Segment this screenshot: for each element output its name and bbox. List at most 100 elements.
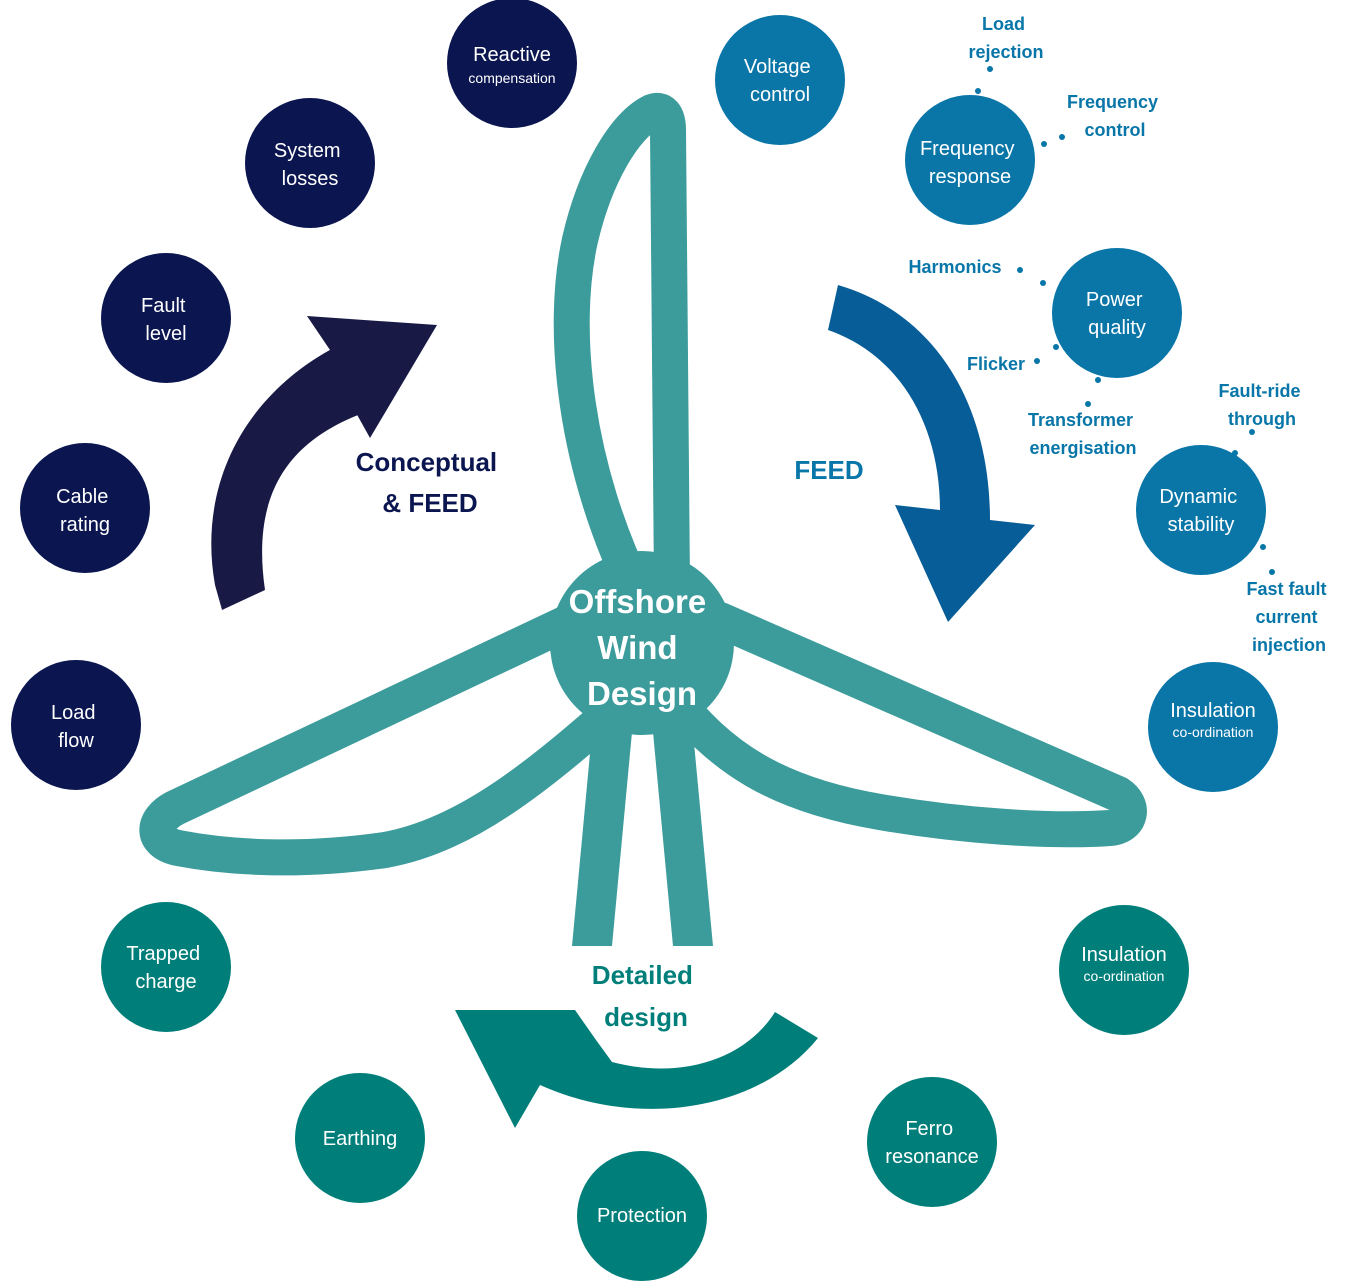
circle-fault-level: Fault level	[101, 253, 231, 383]
sub-label-harmonics: Harmonics	[908, 257, 1001, 277]
circle-frequency-response-bg	[905, 95, 1035, 225]
circle-reactive-bg	[447, 0, 577, 128]
dot-transformer-b	[1085, 401, 1091, 407]
circle-dynamic-stability: Dynamic stability	[1136, 445, 1266, 575]
voltage-line-1: Voltage	[744, 56, 811, 78]
stage-feed-line-1: FEED	[794, 455, 863, 485]
reactive-main-label: Reactive	[473, 44, 551, 66]
turbine-hub	[550, 551, 734, 735]
load-flow-label: Load flow	[51, 702, 101, 752]
cable-rating-line-1: Cable	[56, 486, 108, 508]
dot-frequency-control-a	[1041, 141, 1047, 147]
circle-ferro-resonance: Ferro resonance	[867, 1077, 997, 1207]
circle-trapped-charge: Trapped charge	[101, 902, 231, 1032]
stage-label-detailed: Detailed design	[592, 960, 700, 1032]
cable-rating-label: Cable rating	[56, 486, 114, 536]
circle-power-quality-bg	[1052, 248, 1182, 378]
ferro-resonance-line-2: resonance	[885, 1146, 978, 1168]
dynamic-stability-label: Dynamic stability	[1159, 486, 1242, 536]
dot-fault-ride-b	[1232, 450, 1238, 456]
dot-flicker-b	[1053, 344, 1059, 350]
fault-level-line-1: Fault	[141, 295, 186, 317]
circle-system-losses-bg	[245, 98, 375, 228]
circle-voltage-bg	[715, 15, 845, 145]
dot-load-rejection-a	[987, 66, 993, 72]
voltage-label: Voltage control	[744, 56, 816, 106]
circle-load-flow-bg	[11, 660, 141, 790]
turbine-tower	[572, 700, 713, 946]
frequency-control-line-1: Frequency	[1067, 92, 1158, 112]
circle-insulation-teal-bg	[1059, 905, 1189, 1035]
feed-arrow	[828, 285, 1035, 622]
frequency-response-label: Frequency response	[920, 138, 1020, 188]
sub-label-load-rejection: Load rejection	[968, 14, 1043, 62]
trapped-charge-line-2: charge	[135, 971, 196, 993]
dot-harmonics-a	[1017, 267, 1023, 273]
insulation-blue-sub-label: co-ordination	[1173, 724, 1254, 740]
circle-dynamic-stability-bg	[1136, 445, 1266, 575]
stage-label-conceptual: Conceptual & FEED	[356, 447, 505, 518]
hub-line-2: Wind	[597, 629, 677, 666]
circle-trapped-charge-bg	[101, 902, 231, 1032]
stage-conceptual-line-2: & FEED	[382, 488, 477, 518]
tower-leg-right	[650, 700, 713, 946]
hub-label: Offshore Wind Design	[569, 583, 716, 712]
power-quality-line-2: quality	[1088, 317, 1146, 339]
circle-cable-rating-bg	[20, 443, 150, 573]
dynamic-stability-line-1: Dynamic	[1159, 486, 1237, 508]
sub-label-fast-fault-current-injection: Fast fault current injection	[1246, 579, 1331, 655]
dot-frequency-control-b	[1059, 134, 1065, 140]
fault-level-label: Fault level	[141, 295, 191, 345]
detailed-arrow	[455, 1010, 818, 1128]
fast-fault-line-3: injection	[1252, 635, 1326, 655]
circle-fault-level-bg	[101, 253, 231, 383]
reactive-sub-label: compensation	[468, 70, 555, 86]
fast-fault-line-1: Fast fault	[1246, 579, 1326, 599]
turbine-blade-left	[139, 594, 643, 876]
dot-harmonics-b	[1040, 280, 1046, 286]
sub-label-transformer-energisation: Transformer energisation	[1028, 410, 1138, 458]
power-quality-label: Power quality	[1086, 289, 1148, 339]
system-losses-label: System losses	[274, 140, 346, 190]
dot-load-rejection-b	[975, 88, 981, 94]
circle-insulation-blue-bg	[1148, 662, 1278, 792]
load-flow-line-1: Load	[51, 702, 96, 724]
conceptual-arrow	[211, 316, 437, 610]
stage-detailed-line-2: design	[604, 1002, 688, 1032]
load-rejection-line-1: Load	[982, 14, 1025, 34]
circle-insulation-coordination-blue: Insulation co-ordination	[1148, 662, 1278, 792]
dot-fast-fault-b	[1269, 569, 1275, 575]
circle-earthing: Earthing	[295, 1073, 425, 1203]
circle-cable-rating: Cable rating	[20, 443, 150, 573]
system-losses-line-2: losses	[282, 168, 339, 190]
conceptual-arrow-body	[215, 350, 372, 610]
circle-frequency-response: Frequency response	[905, 95, 1035, 225]
frequency-control-line-2: control	[1085, 120, 1146, 140]
transformer-line-2: energisation	[1029, 438, 1136, 458]
fault-ride-line-2: through	[1228, 409, 1296, 429]
dot-transformer-a	[1095, 377, 1101, 383]
stage-label-feed: FEED	[794, 455, 863, 485]
ferro-resonance-label: Ferro resonance	[885, 1118, 978, 1168]
fault-level-line-2: level	[145, 323, 186, 345]
hub-line-3: Design	[587, 675, 697, 712]
circle-ferro-resonance-bg	[867, 1077, 997, 1207]
insulation-teal-main-label: Insulation	[1081, 944, 1167, 966]
stage-conceptual-line-1: Conceptual	[356, 447, 498, 477]
trapped-charge-line-1: Trapped	[126, 943, 200, 965]
fast-fault-line-2: current	[1255, 607, 1317, 627]
circle-system-losses: System losses	[245, 98, 375, 228]
circle-earthing-bg	[295, 1073, 425, 1203]
circle-insulation-coordination-teal: Insulation co-ordination	[1059, 905, 1189, 1035]
circle-voltage-control: Voltage control	[715, 15, 845, 145]
circle-load-flow: Load flow	[11, 660, 141, 790]
sub-label-flicker: Flicker	[967, 354, 1025, 374]
turbine-blades	[139, 93, 1147, 876]
circle-reactive-compensation: Reactive compensation	[447, 0, 577, 128]
trapped-charge-label: Trapped charge	[126, 943, 205, 993]
transformer-line-1: Transformer	[1028, 410, 1133, 430]
cable-rating-line-2: rating	[60, 514, 110, 536]
circle-protection-bg	[577, 1151, 707, 1281]
dot-fast-fault-a	[1260, 544, 1266, 550]
